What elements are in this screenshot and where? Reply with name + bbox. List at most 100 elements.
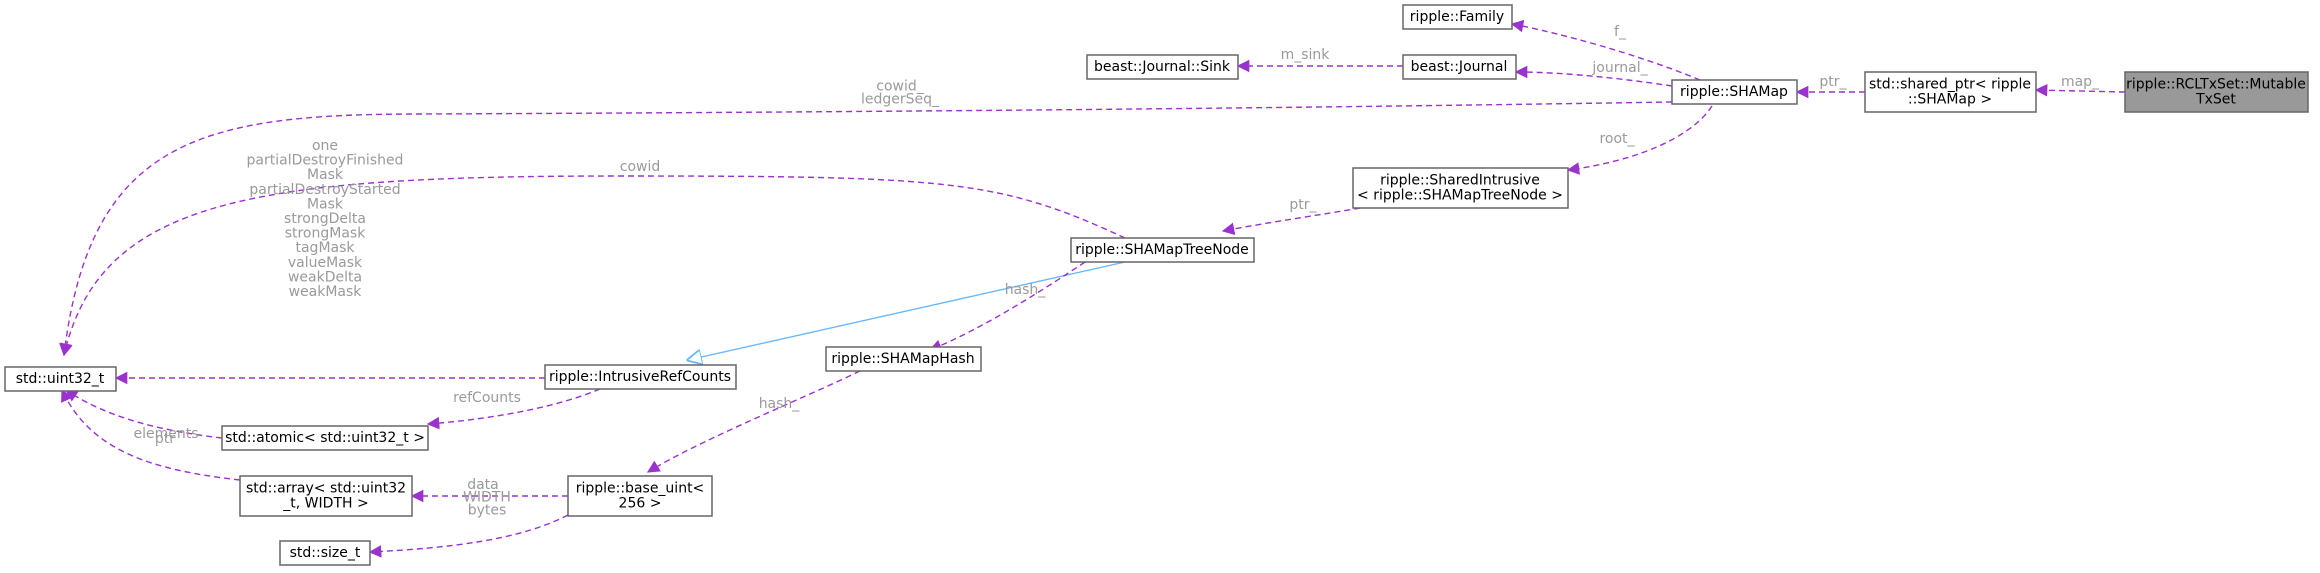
edge-hash-tree [928, 261, 1086, 352]
label-line: ripple::IntrusiveRefCounts [549, 369, 731, 385]
node-shamap[interactable]: ripple::SHAMap [1671, 79, 1798, 105]
label-line: < ripple::SHAMapTreeNode > [1357, 188, 1563, 204]
label-line: m_sink [1281, 47, 1331, 63]
label-line: beast::Journal [1411, 59, 1508, 75]
label-line: ripple::SHAMapHash [831, 351, 974, 367]
label-elements: elements [133, 426, 198, 442]
edge-width-bytes [368, 514, 569, 558]
label-line: ripple::SHAMap [1680, 84, 1788, 100]
label-line: WIDTH [463, 490, 511, 506]
label-m-sink: m_sink [1281, 47, 1331, 63]
label-line: one [312, 138, 338, 154]
edge-f [1510, 19, 1701, 81]
node-shamap-treenode[interactable]: ripple::SHAMapTreeNode [1070, 237, 1255, 263]
node-label: ripple::IntrusiveRefCounts [549, 369, 731, 385]
edge-map [2034, 83, 2126, 97]
label-line: elements [133, 426, 198, 442]
label-line: std::uint32_t [16, 371, 105, 387]
node-shared-intrusive[interactable]: ripple::SharedIntrusive< ripple::SHAMapT… [1352, 167, 1569, 209]
node-label: std::uint32_t [16, 371, 105, 387]
label-line: ripple::RCLTxSet::Mutable [2126, 77, 2306, 93]
edge-root [1566, 105, 1713, 175]
label-line: partialDestroyFinished [247, 153, 404, 169]
node-shared-ptr-shamap[interactable]: std::shared_ptr< ripple::SHAMap > [1864, 71, 2037, 113]
label-ptr-intrusive: ptr_ [1289, 197, 1317, 213]
edge-elements [61, 388, 241, 481]
label-line: weakDelta [288, 269, 362, 285]
label-line: 256 > [619, 496, 662, 512]
node-label: std::array< std::uint32_t, WIDTH > [246, 481, 406, 512]
label-line: strongMask [285, 226, 367, 242]
label-hash-base: hash_ [759, 396, 801, 412]
node-family[interactable]: ripple::Family [1402, 4, 1513, 30]
label-line: hash_ [1005, 282, 1047, 298]
label-line: ptr [155, 431, 175, 447]
label-line: _t, WIDTH > [282, 496, 368, 512]
node-label: ripple::SharedIntrusive< ripple::SHAMapT… [1357, 173, 1563, 204]
label-line: weakMask [289, 284, 363, 300]
label-line: std::array< std::uint32 [246, 481, 406, 497]
label-cowid: cowid [620, 159, 661, 175]
node-label: ripple::SHAMapTreeNode [1075, 242, 1249, 258]
label-line: partialDestroyStarted [249, 182, 400, 198]
label-line: Mask [307, 196, 344, 212]
node-journal[interactable]: beast::Journal [1402, 54, 1517, 80]
label-line: root_ [1599, 131, 1635, 147]
node-label: ripple::base_uint<256 > [576, 481, 705, 512]
label-line: ledgerSeq_ [861, 92, 940, 108]
node-label: ripple::SHAMap [1680, 84, 1788, 100]
label-data: data [467, 477, 499, 493]
node-label: std::size_t [290, 545, 361, 561]
label-f: f_ [1614, 24, 1627, 40]
node-label: ripple::SHAMapHash [831, 351, 974, 367]
label-line: std::atomic< std::uint32_t > [225, 430, 425, 446]
label-map: map_ [2061, 74, 2100, 90]
label-hash-tree: hash_ [1005, 282, 1047, 298]
label-ptr-shared: ptr_ [1819, 74, 1847, 90]
label-refcounts: refCounts [453, 390, 521, 406]
label-line: ptr_ [1289, 197, 1317, 213]
node-intrusive-refcounts[interactable]: ripple::IntrusiveRefCounts [544, 364, 737, 390]
node-shamap-hash[interactable]: ripple::SHAMapHash [825, 346, 982, 372]
label-ptr-atomic: ptr [155, 431, 175, 447]
node-label: ripple::Family [1410, 9, 1504, 25]
node-array-uint32[interactable]: std::array< std::uint32_t, WIDTH > [239, 475, 413, 517]
node-base-uint[interactable]: ripple::base_uint<256 > [567, 475, 713, 517]
node-size-t[interactable]: std::size_t [279, 540, 371, 566]
node-label: std::shared_ptr< ripple::SHAMap > [1869, 77, 2031, 108]
edge-cowid [60, 175, 1126, 357]
label-line: refCounts [453, 390, 521, 406]
edge-ptr-atomic [64, 389, 223, 439]
label-line: ripple::base_uint< [576, 481, 705, 497]
label-line: ptr_ [1819, 74, 1847, 90]
edge-hash-base [646, 370, 861, 473]
label-line: bytes [468, 503, 507, 519]
node-atomic-uint32[interactable]: std::atomic< std::uint32_t > [221, 425, 429, 451]
label-line: hash_ [759, 396, 801, 412]
label-line: ripple::Family [1410, 9, 1504, 25]
node-uint32[interactable]: std::uint32_t [4, 366, 117, 392]
label-line: strongDelta [284, 211, 366, 227]
label-line: f_ [1614, 24, 1627, 40]
label-root: root_ [1599, 131, 1635, 147]
node-label: beast::Journal [1411, 59, 1508, 75]
label-line: tagMask [295, 240, 355, 256]
label-line: journal_ [1591, 60, 1648, 76]
node-label: beast::Journal::Sink [1094, 59, 1231, 75]
label-line: data [467, 477, 499, 493]
label-line: cowid_ [876, 79, 924, 95]
edge-inherit-intrusive [688, 261, 1126, 360]
label-line: beast::Journal::Sink [1094, 59, 1231, 75]
label-line: TxSet [2195, 92, 2236, 108]
label-line: map_ [2061, 74, 2100, 90]
label-line: std::size_t [290, 545, 361, 561]
node-journal-sink[interactable]: beast::Journal::Sink [1086, 54, 1239, 80]
edge-ptr-intrusive [1221, 207, 1361, 236]
label-line: std::shared_ptr< ripple [1869, 77, 2031, 93]
label-line: valueMask [288, 255, 363, 271]
